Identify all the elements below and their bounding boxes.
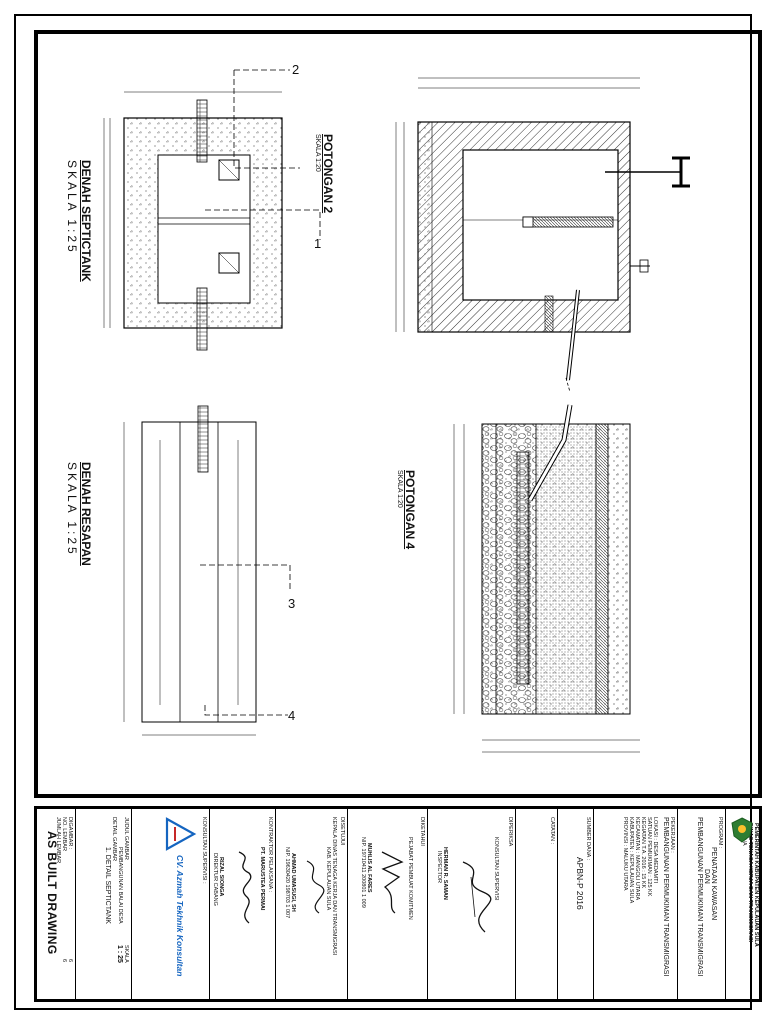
drawing-value3: 1. DETAIL SEPTICTANK [104, 847, 111, 924]
supervisor-firm: CV. Azmah Tekhnik Konsultan [175, 855, 185, 977]
program-label: PROGRAM : [717, 817, 723, 849]
consultant-signature [462, 861, 492, 933]
source-value: APBN-P 2016 [575, 857, 585, 910]
program-line2: DAN [703, 869, 710, 884]
septictank-plan-title: DENAH SEPTICTANK [79, 160, 93, 282]
location-row-1: LOKASI : DESA MEDAMTI [652, 817, 658, 884]
as-built-title: AS BUILT DRAWING [45, 831, 59, 955]
source-label: SUMBER DANA : [585, 817, 591, 861]
regency-emblem-icon [731, 817, 753, 843]
ppk-signature [381, 851, 404, 914]
program-line1: PENATAAN KAWASAN [710, 847, 717, 921]
section2-title: POTONGAN 2 [321, 134, 335, 214]
total-value: 6 [61, 959, 67, 963]
scale-block: SKALA 1 : 25 [116, 945, 129, 963]
notes-label: CATATAN : [549, 817, 555, 845]
callout-1: 1 [314, 236, 322, 251]
supervisor-block: KONSULTAN SUPERVISI : CV. Azmah Tekhnik … [163, 817, 207, 976]
drawing-frame [34, 30, 762, 798]
contractor-block: KONTRAKTOR PELAKSANA : PT. MARUSTEA PERM… [212, 817, 273, 927]
supervisor-label: KONSULTAN SUPERVISI : [201, 817, 207, 884]
location-row-4: KECAMATAN : MANGOLI UTARA [634, 817, 640, 901]
contractor-person: RIZAL SIONGA [218, 857, 224, 897]
work-label: PEKERJAAN : [669, 817, 675, 853]
scale-value: 1 : 25 [116, 945, 123, 963]
head-name: AHMAD UMASUGI, SH [290, 853, 296, 912]
contractor-name: PT. MARUSTEA PERMAI [259, 847, 265, 911]
head-block: DISETUJUI KEPALA DINAS TENAGA KERJA DAN … [284, 817, 345, 955]
callout-2: 2 [292, 62, 300, 77]
head-role: KEPALA DINAS TENAGA KERJA DAN TRANSMIGRA… [331, 817, 337, 956]
section4-title-group: POTONGAN 4 SKALA 1:20 [396, 470, 417, 549]
head-label: DISETUJUI [339, 817, 345, 846]
resapan-plan [123, 405, 291, 736]
program-block: PROGRAM : PENATAAN KAWASAN DAN PEMBANGUN… [696, 817, 723, 976]
resapan-plan-scale: SKALA 1:25 [65, 462, 79, 557]
location-row-5: KABUPATEN : KEPULAUAN SULA [628, 817, 634, 904]
ppk-nip: NIP. 19710411 200801 1 009 [360, 837, 366, 908]
section4-title: POTONGAN 4 [403, 470, 417, 550]
location-row-2: SATUAN PEMUKIMAN : 125 KK [646, 817, 652, 897]
location-row-3: KEGIATAN T.A. 2016 : 15 KK [640, 817, 646, 889]
drawn-label: DIGAMBAR : [67, 817, 73, 850]
approved-block: DIPERIKSA KONSULTAN SUPERVISI HERMAN R. … [436, 817, 513, 937]
approver-title: INSPECTOR [436, 851, 442, 883]
callout-3: 3 [288, 596, 296, 611]
drawing-sheet [14, 14, 752, 1010]
checked-label: DIKETAHUI [419, 817, 425, 846]
drawing-title-block: JUDUL GAMBAR PEMBANGUNAN BALAI DESA DETA… [104, 817, 129, 924]
section-4 [453, 404, 640, 753]
head-nip: NIP. 19630420 198703 1 007 [284, 847, 290, 919]
checked-block: DIKETAHUI PEJABAT PEMBUAT KOMITMEN MUHLI… [360, 817, 425, 920]
scale-label: SKALA [123, 945, 129, 963]
septictank-plan [103, 69, 321, 351]
resapan-title-group: DENAH RESAPAN SKALA 1:25 [65, 462, 93, 566]
technical-drawing [103, 69, 690, 753]
program-line3: PEMBANGUNAN PERMUKIMAN TRANSMIGRASI [696, 817, 703, 977]
approver-name: HERMAN R. SAMAN [442, 847, 448, 900]
sheet-label: NO. LEMBAR [61, 817, 67, 851]
contractor-label: KONTRAKTOR PELAKSANA : [267, 817, 273, 893]
contractor-title: DIREKTUR CABANG [212, 853, 218, 906]
section2-title-group: POTONGAN 2 SKALA 1:20 [314, 134, 335, 213]
authority-line1: PEMERINTAH KABUPATEN KEPULAUAN SULA [753, 823, 759, 947]
consultant-logo-icon [165, 817, 197, 851]
ppk-role: PEJABAT PEMBUAT KOMITMEN [407, 837, 413, 920]
section-2 [395, 77, 690, 393]
section2-scale: SKALA 1:20 [314, 134, 321, 172]
resapan-plan-title: DENAH RESAPAN [79, 462, 93, 566]
septictank-plan-scale: SKALA 1:25 [65, 160, 79, 255]
work-block: PEKERJAAN : PEMBANGUNAN PERMUKIMAN TRANS… [622, 817, 675, 976]
section4-scale: SKALA 1:20 [396, 470, 403, 508]
source-block: SUMBER DANA : APBN-P 2016 [575, 817, 591, 910]
sheet-value: 6 [67, 959, 73, 963]
approved-label: DIPERIKSA [507, 817, 513, 847]
drawing-label: JUDUL GAMBAR [123, 817, 129, 860]
septictank-title-group: DENAH SEPTICTANK SKALA 1:25 [65, 160, 93, 282]
contractor-signature [238, 851, 252, 924]
callout-4: 4 [288, 708, 296, 723]
ppk-name: MUHLIS AL FARES [366, 843, 372, 893]
work-value: PEMBANGUNAN PERMUKIMAN TRANSMIGRASI [662, 817, 669, 977]
title-block: PEMERINTAH KABUPATEN KEPULAUAN SULA DINA… [34, 806, 762, 1002]
notes-block: CATATAN : [549, 817, 555, 844]
sheet-values: 6 6 [61, 959, 73, 962]
consultant-role: KONSULTAN SUPERVISI [493, 837, 499, 901]
head-signature [306, 860, 325, 914]
